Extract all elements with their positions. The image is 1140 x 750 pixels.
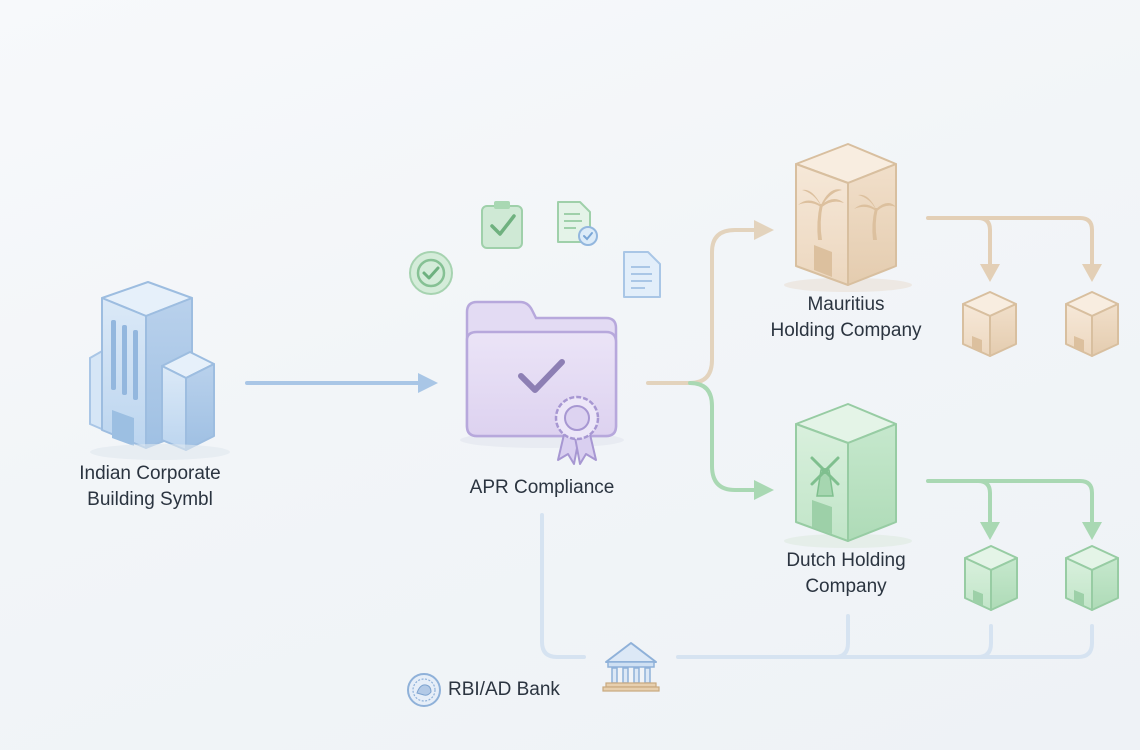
indian-corporate-label: Indian Corporate Building Symbl bbox=[50, 461, 250, 513]
mauritius-holding-building-icon bbox=[784, 143, 912, 292]
mauritius-holding-label-line1: Mauritius bbox=[807, 294, 885, 315]
badge-check-icon bbox=[409, 251, 453, 295]
clipboard-check-icon bbox=[481, 201, 523, 249]
bank-building-icon bbox=[602, 642, 660, 692]
arrows-mauritius-subsidiaries bbox=[926, 216, 1102, 282]
windmill-icon bbox=[810, 456, 840, 497]
apr-compliance-label: APR Compliance bbox=[442, 475, 642, 501]
dutch-holding-label: Dutch Holding Company bbox=[746, 548, 946, 600]
document-icon bbox=[623, 251, 661, 298]
dutch-holding-label-line2: Company bbox=[805, 576, 887, 597]
mauritius-holding-label-line2: Holding Company bbox=[770, 320, 922, 341]
document-check-icon bbox=[557, 201, 598, 246]
arrows-dutch-subsidiaries bbox=[926, 479, 1102, 540]
rbi-ad-bank-label-text: RBI/AD Bank bbox=[448, 679, 560, 700]
dutch-subsidiary-2-icon bbox=[1065, 545, 1119, 611]
indian-corporate-building-icon bbox=[89, 281, 230, 460]
apr-compliance-label-text: APR Compliance bbox=[469, 477, 615, 498]
arrow-apr-to-dutch bbox=[688, 381, 774, 500]
indian-corporate-label-line1: Indian Corporate bbox=[79, 463, 221, 484]
mauritius-subsidiary-2-icon bbox=[1065, 291, 1119, 357]
mauritius-subsidiary-1-icon bbox=[962, 291, 1017, 357]
dutch-holding-label-line1: Dutch Holding bbox=[786, 550, 906, 571]
reporting-lines-to-bank bbox=[540, 513, 1094, 659]
dutch-subsidiary-1-icon bbox=[964, 545, 1018, 611]
rbi-ad-bank-label: RBI/AD Bank bbox=[448, 677, 560, 703]
apr-compliance-folder-icon bbox=[460, 300, 624, 465]
mauritius-holding-label: Mauritius Holding Company bbox=[746, 292, 946, 344]
rbi-seal-icon bbox=[407, 673, 441, 707]
dutch-holding-building-icon bbox=[784, 403, 912, 548]
indian-corporate-label-line2: Building Symbl bbox=[87, 489, 213, 510]
arrow-indian-to-apr bbox=[245, 373, 438, 393]
arrow-apr-to-mauritius bbox=[646, 220, 774, 385]
